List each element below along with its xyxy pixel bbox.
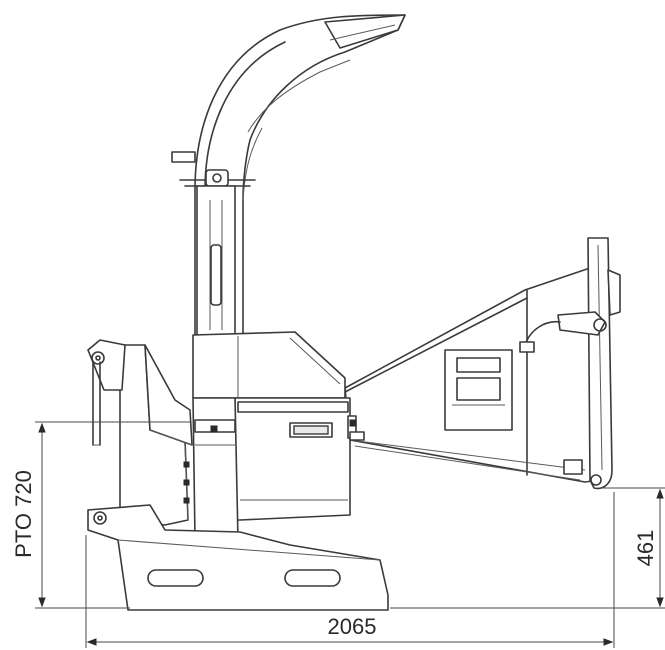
chute-support-post [196, 185, 236, 341]
pto-height-label: PTO 720 [11, 470, 36, 558]
rotor-housing [192, 331, 365, 521]
pto-frame [119, 344, 193, 526]
dimension-outlet-height [390, 487, 665, 609]
drive-column [192, 397, 239, 541]
base-skid [87, 504, 389, 611]
overall-length-label: 2065 [328, 614, 377, 639]
dimension-overall-length [85, 492, 615, 648]
top-link-tower [87, 339, 126, 446]
dimension-pto-height [35, 421, 190, 609]
hopper-label-panel [444, 349, 513, 431]
outlet-height-label: 461 [633, 530, 658, 567]
discharge-chute [194, 14, 406, 336]
hopper-control-bar [519, 237, 621, 490]
